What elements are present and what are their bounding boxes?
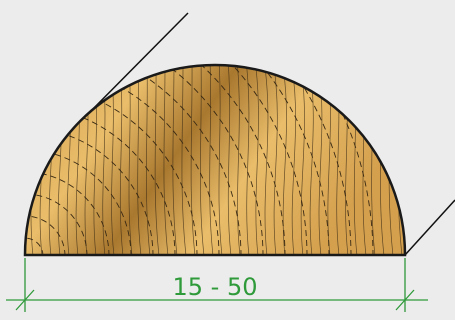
grain-line <box>236 65 241 255</box>
growth-ring-arc <box>25 193 88 255</box>
grain-line <box>172 65 178 255</box>
growth-ring-arc <box>25 65 308 255</box>
grain-line <box>254 65 259 255</box>
grain-line <box>281 65 287 255</box>
growth-ring-arc <box>25 215 66 255</box>
grain-line <box>181 65 187 255</box>
grain-line <box>218 65 223 255</box>
grain-line <box>245 65 250 255</box>
grain-line <box>290 65 296 255</box>
dimension-tick-left <box>15 289 35 311</box>
grain-line <box>137 65 142 255</box>
grain-line <box>163 65 169 255</box>
grain-line <box>227 65 232 255</box>
profile-outline <box>23 63 407 257</box>
dimension-tick-right <box>395 289 415 311</box>
growth-ring-arc <box>25 65 352 255</box>
growth-ring-arc <box>25 65 286 255</box>
grain-line <box>146 65 151 255</box>
growth-ring-arc <box>25 237 44 255</box>
grain-line <box>154 65 160 255</box>
grain-line <box>209 65 214 255</box>
growth-ring-arc <box>25 65 374 255</box>
grain-line <box>263 65 269 255</box>
width-dimension: 15 - 50 <box>6 258 428 312</box>
guide-line-lower-right <box>404 199 455 256</box>
guide-line-upper-left <box>83 12 189 119</box>
growth-ring-arc <box>25 65 264 255</box>
grain-line <box>199 65 205 255</box>
grain-line <box>190 65 196 255</box>
dimension-label: 15 - 50 <box>173 273 258 301</box>
growth-ring-arc <box>25 65 330 255</box>
